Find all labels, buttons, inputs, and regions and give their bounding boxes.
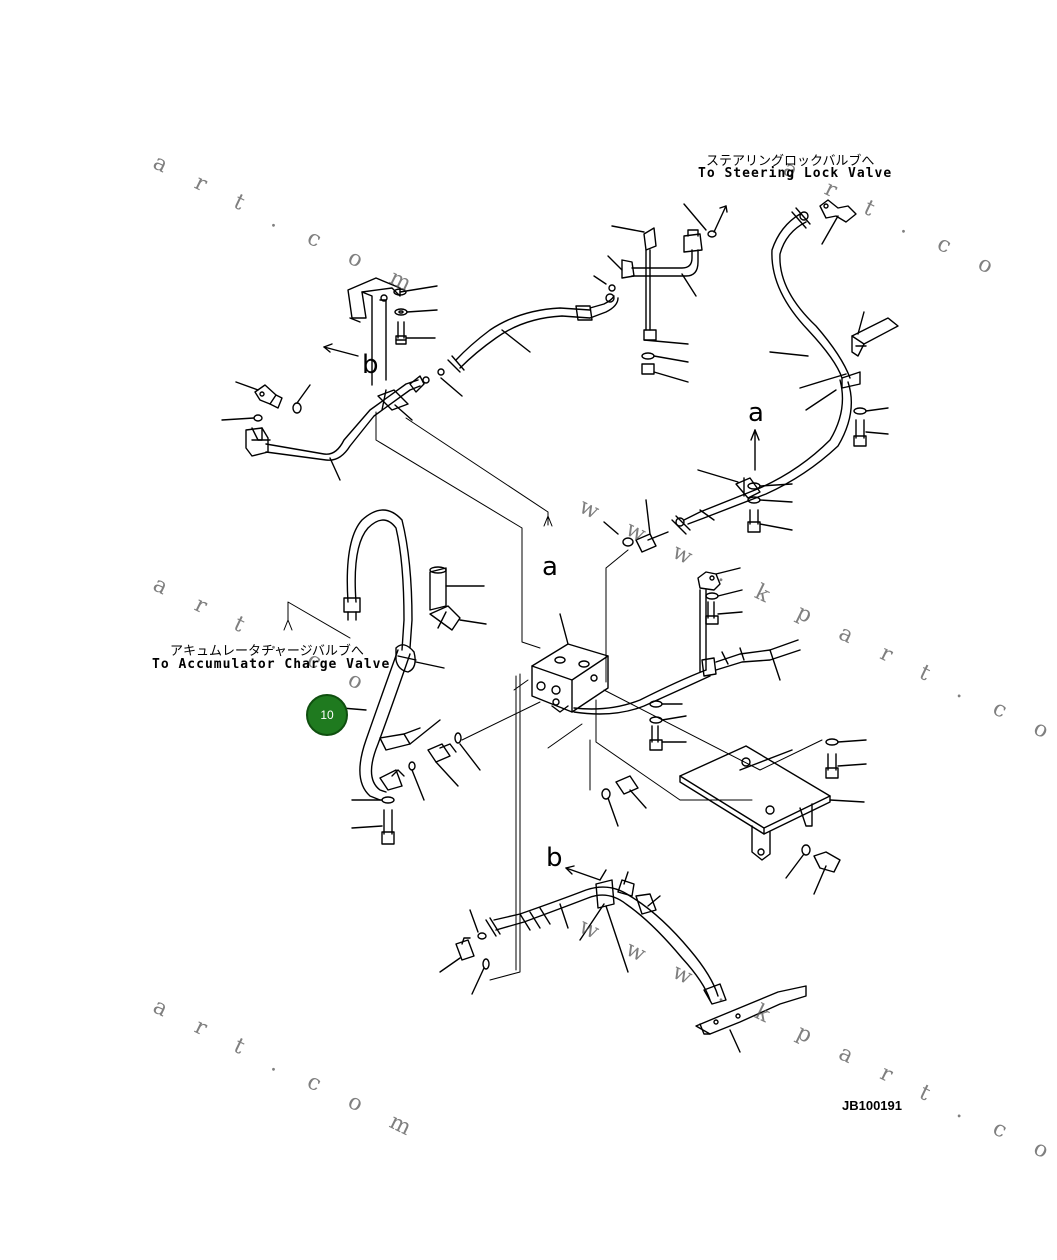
lower-right-bracket [695, 985, 807, 1053]
right-long-hose [671, 351, 861, 535]
valve-block [531, 613, 609, 713]
upper-left-elbow [221, 381, 311, 457]
accumulator-leader [283, 601, 351, 639]
view-b-arrow-upper [323, 343, 359, 357]
drawing-number: JB100191 [842, 1098, 902, 1113]
steering-hose [683, 199, 857, 379]
left-tube [265, 368, 463, 481]
upper-left-bracket [347, 277, 401, 386]
upper-left-fasteners [393, 285, 438, 345]
upper-middle-hose [447, 275, 619, 373]
view-marker-b-upper: b [362, 350, 379, 380]
right-fasteners [747, 407, 889, 533]
lower-hose [485, 869, 727, 1005]
mounting-plate [601, 738, 867, 895]
steering-label-jp: ステアリングロックバルブへ [706, 154, 875, 169]
upper-middle-fittings [607, 225, 703, 383]
top-right-bracket [851, 311, 899, 357]
view-marker-a-lower: a [542, 552, 558, 582]
harness-right [573, 499, 801, 751]
leader-lines-upper [375, 411, 553, 649]
block-left-fittings [408, 732, 481, 801]
accumulator-hose [341, 509, 487, 845]
accumulator-label-jp: アキュムレータチャージバルブへ [170, 644, 364, 659]
steering-label-en: To Steering Lock Valve [698, 166, 893, 181]
view-marker-a-upper: a [748, 398, 764, 428]
accumulator-label-en: To Accumulator Charge Valve [152, 657, 391, 672]
view-b-arrow-lower [565, 865, 601, 881]
view-marker-b-lower: b [546, 843, 563, 873]
view-a-arrow-upper [750, 429, 760, 471]
part-callout-10[interactable]: 10 [306, 694, 348, 736]
lower-left-fittings [439, 909, 490, 995]
